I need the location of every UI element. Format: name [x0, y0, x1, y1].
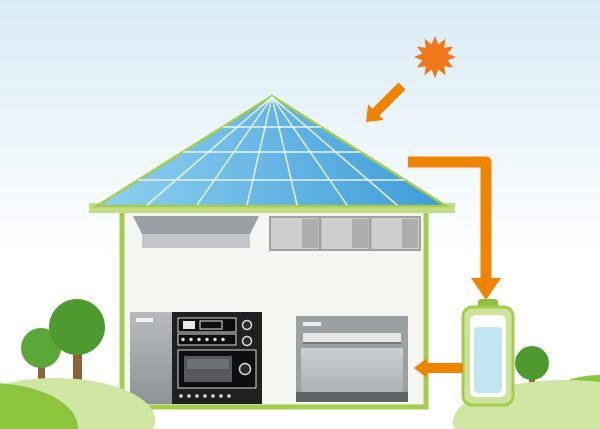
- charge-arrow-head: [471, 278, 501, 300]
- solar-panel-grid: [138, 96, 405, 206]
- roof-eave: [89, 203, 455, 213]
- oven-microwave-stack: [172, 312, 262, 404]
- house: [89, 94, 455, 410]
- oven-knob: [238, 362, 252, 376]
- kitchen-cabinet: [130, 312, 172, 404]
- bush-canopy: [515, 346, 549, 380]
- battery-charge-level: [474, 327, 502, 393]
- second-floor-windows: [269, 216, 421, 251]
- charge-arrow: [408, 156, 501, 300]
- dishwasher-door: [301, 348, 403, 392]
- control-buttons: [181, 337, 225, 342]
- left-mound-dark: [0, 383, 78, 429]
- bottom-buttons: [179, 394, 231, 398]
- control-knob: [241, 319, 253, 331]
- big-tree-trunk: [73, 346, 82, 398]
- solar-panel-roof: [92, 94, 451, 208]
- dishwasher-slot: [303, 333, 401, 342]
- dishwasher-control: [303, 322, 321, 326]
- supply-arrow: [414, 358, 463, 378]
- control-knob: [241, 335, 253, 347]
- small-tree-canopy: [21, 328, 61, 368]
- sun-icon: [414, 36, 456, 78]
- sunlight-arrow: [366, 82, 406, 122]
- storage-battery: [461, 299, 515, 407]
- cabinet-handle: [136, 318, 153, 322]
- vent-hood-front: [142, 234, 250, 248]
- window-band: [269, 216, 421, 251]
- dishwasher-base: [296, 392, 408, 402]
- big-tree-canopy: [49, 299, 105, 355]
- vent-hood-top: [133, 216, 259, 234]
- dishwasher: [296, 316, 408, 402]
